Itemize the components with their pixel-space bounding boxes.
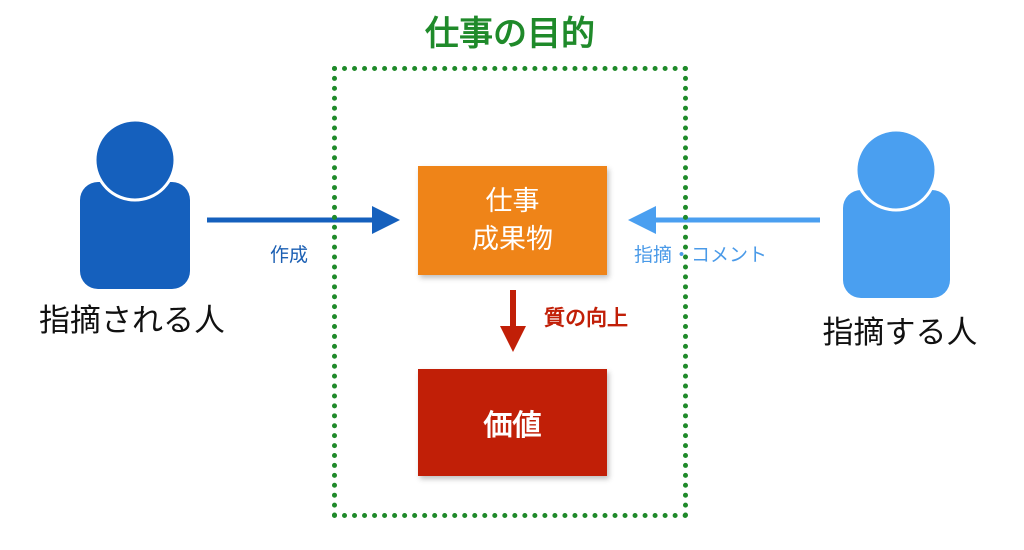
reviewer-person-head — [854, 128, 938, 212]
create-arrow — [207, 206, 400, 234]
output-box-line2: 成果物 — [472, 223, 553, 255]
quality-arrow — [500, 290, 526, 352]
feedback-label: 指摘・コメント — [634, 244, 768, 266]
feedback-arrow — [628, 206, 820, 234]
reviewed-person-icon — [80, 118, 190, 289]
reviewer-person-label: 指摘する人 — [822, 315, 978, 351]
create-label: 作成 — [270, 244, 309, 266]
value-box: 価値 — [418, 369, 607, 476]
reviewer-person-icon — [843, 128, 950, 298]
reviewer-person-body — [843, 190, 950, 298]
quality-label: 質の向上 — [544, 306, 628, 330]
output-box-line1: 仕事 — [485, 185, 540, 217]
purpose-frame — [332, 66, 688, 518]
reviewed-person-head — [93, 118, 177, 202]
reviewed-person-body — [80, 182, 190, 289]
work-output-box: 仕事 成果物 — [418, 166, 607, 275]
frame-title: 仕事の目的 — [425, 14, 595, 54]
reviewed-person-label: 指摘される人 — [39, 303, 225, 339]
